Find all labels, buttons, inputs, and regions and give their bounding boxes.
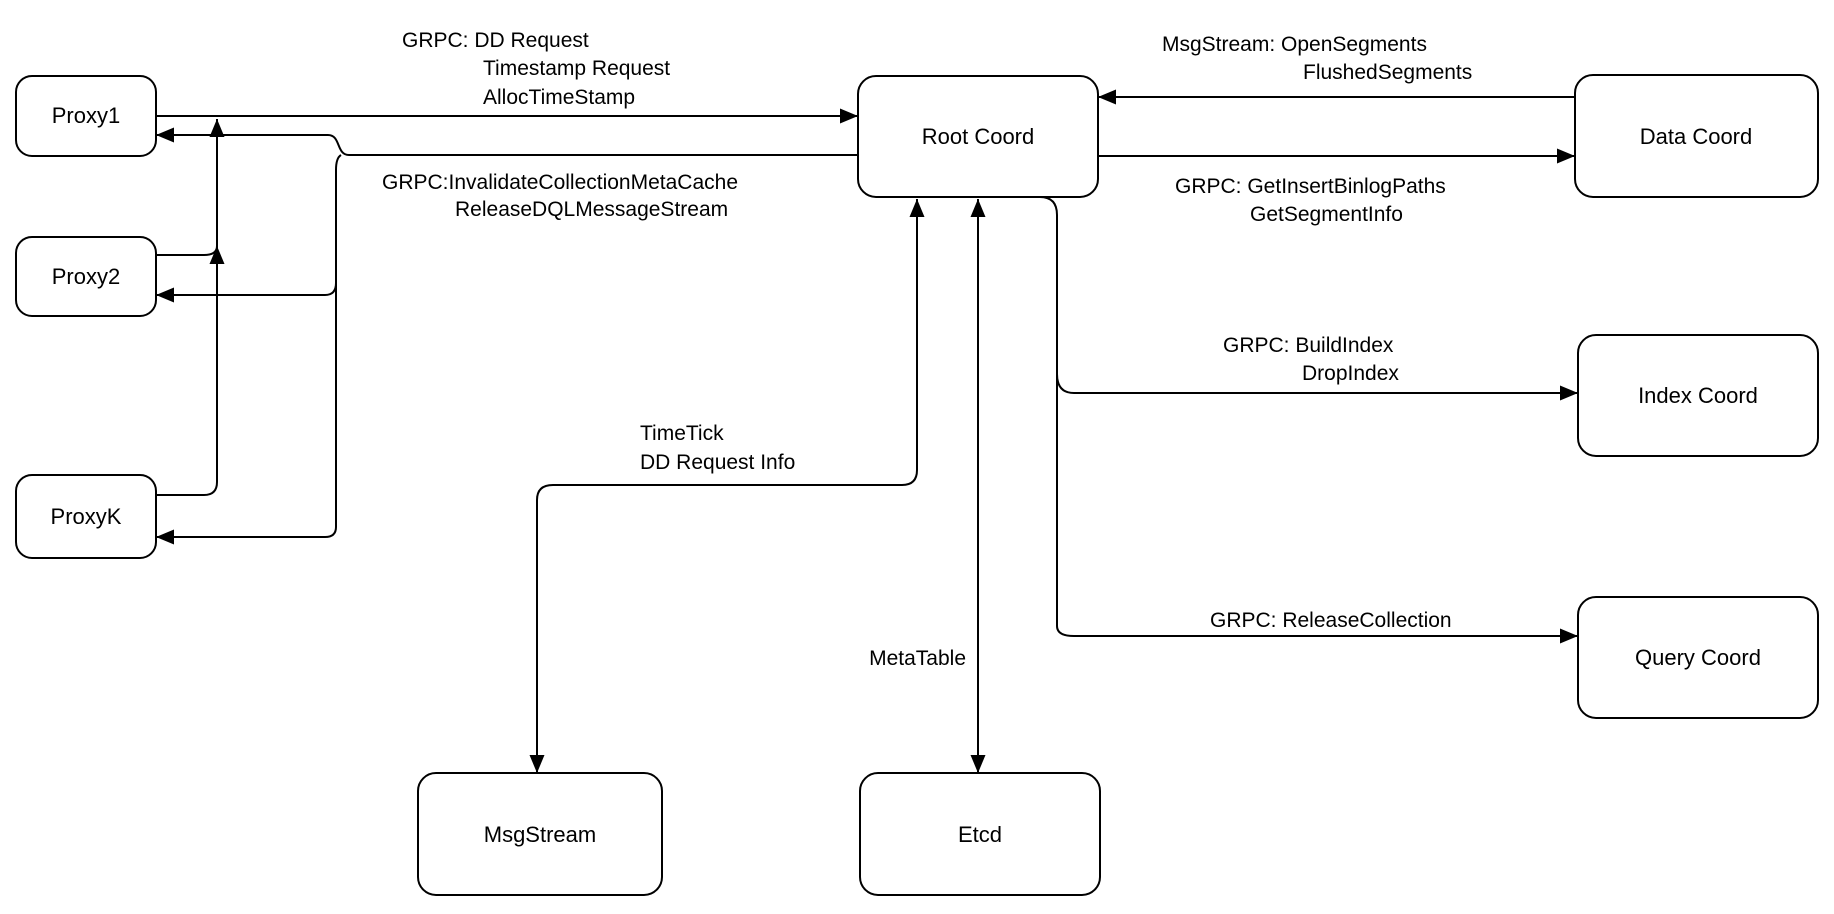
arrow-proxyk-merge-up — [156, 119, 225, 496]
edge-label-root-to-index-line2: DropIndex — [1302, 362, 1399, 385]
node-msgstream: MsgStream — [417, 772, 663, 896]
edge-label-proxy-to-root-line2: Timestamp Request — [483, 57, 670, 80]
node-msgstream-label: MsgStream — [484, 822, 596, 847]
node-index-coord: Index Coord — [1577, 334, 1819, 457]
node-data-coord-label: Data Coord — [1640, 124, 1753, 149]
edge-label-root-to-query: GRPC: ReleaseCollection — [1210, 609, 1452, 632]
arrow-rootcoord-to-querycoord — [1039, 196, 1578, 644]
edge-label-root-to-index: GRPC: BuildIndex DropIndex — [1223, 334, 1399, 385]
edge-label-root-to-etcd-line1: MetaTable — [869, 647, 966, 670]
node-proxyk: ProxyK — [15, 474, 157, 559]
arrow-rootcoord-to-indexcoord — [1056, 373, 1578, 401]
node-index-coord-box — [1577, 334, 1819, 457]
arrow-rootcoord-to-proxy1 — [156, 127, 858, 156]
node-msgstream-box — [417, 772, 663, 896]
edge-label-root-to-data-line1: GRPC: GetInsertBinlogPaths — [1175, 175, 1446, 198]
node-proxy2: Proxy2 — [15, 236, 157, 317]
node-root-coord-label: Root Coord — [922, 124, 1035, 149]
node-proxyk-label: ProxyK — [51, 504, 122, 529]
node-query-coord-box — [1577, 596, 1819, 719]
node-index-coord-label: Index Coord — [1638, 383, 1758, 408]
edge-label-proxy-to-root-line3: AllocTimeStamp — [483, 86, 635, 109]
edge-label-root-to-index-line1: GRPC: BuildIndex — [1223, 334, 1394, 357]
node-etcd: Etcd — [859, 772, 1101, 896]
arrow-proxy2-merge-up — [156, 245, 225, 265]
edge-label-data-to-root: MsgStream: OpenSegments FlushedSegments — [1162, 33, 1472, 84]
node-proxy2-label: Proxy2 — [52, 264, 120, 289]
node-root-coord-box — [857, 75, 1099, 198]
node-proxy2-box — [15, 236, 157, 317]
edge-label-root-to-proxies-line1: GRPC:InvalidateCollectionMetaCache — [382, 171, 738, 194]
node-root-coord: Root Coord — [857, 75, 1099, 198]
node-proxy1-box — [15, 75, 157, 157]
edge-label-root-to-msgstream: TimeTick DD Request Info — [640, 422, 795, 474]
edge-label-root-to-data: GRPC: GetInsertBinlogPaths GetSegmentInf… — [1175, 175, 1446, 226]
edge-label-proxy-to-root: GRPC: DD Request Timestamp Request Alloc… — [402, 29, 670, 109]
edge-label-root-to-proxies: GRPC:InvalidateCollectionMetaCache Relea… — [382, 171, 738, 221]
node-proxyk-box — [15, 474, 157, 559]
node-query-coord: Query Coord — [1577, 596, 1819, 719]
edge-label-root-to-data-line2: GetSegmentInfo — [1250, 203, 1403, 226]
edge-label-data-to-root-line2: FlushedSegments — [1303, 61, 1472, 84]
edge-label-root-to-proxies-line2: ReleaseDQLMessageStream — [455, 198, 728, 221]
edge-label-proxy-to-root-line1: GRPC: DD Request — [402, 29, 589, 52]
node-data-coord-box — [1574, 74, 1819, 198]
node-proxy1-label: Proxy1 — [52, 103, 120, 128]
arrow-rootcoord-to-msgstream — [529, 199, 925, 773]
node-proxy1: Proxy1 — [15, 75, 157, 157]
edge-label-root-to-msgstream-line1: TimeTick — [640, 422, 724, 445]
arrow-rootcoord-to-proxy2 — [156, 282, 337, 303]
node-query-coord-label: Query Coord — [1635, 645, 1761, 670]
edge-label-root-to-query-line1: GRPC: ReleaseCollection — [1210, 609, 1452, 632]
edge-label-data-to-root-line1: MsgStream: OpenSegments — [1162, 33, 1427, 56]
edge-label-root-to-msgstream-line2: DD Request Info — [640, 451, 795, 474]
edge-label-root-to-etcd: MetaTable — [869, 647, 966, 670]
node-etcd-box — [859, 772, 1101, 896]
node-data-coord: Data Coord — [1574, 74, 1819, 198]
node-etcd-label: Etcd — [958, 822, 1002, 847]
arrow-rootcoord-to-proxyk — [156, 154, 342, 545]
